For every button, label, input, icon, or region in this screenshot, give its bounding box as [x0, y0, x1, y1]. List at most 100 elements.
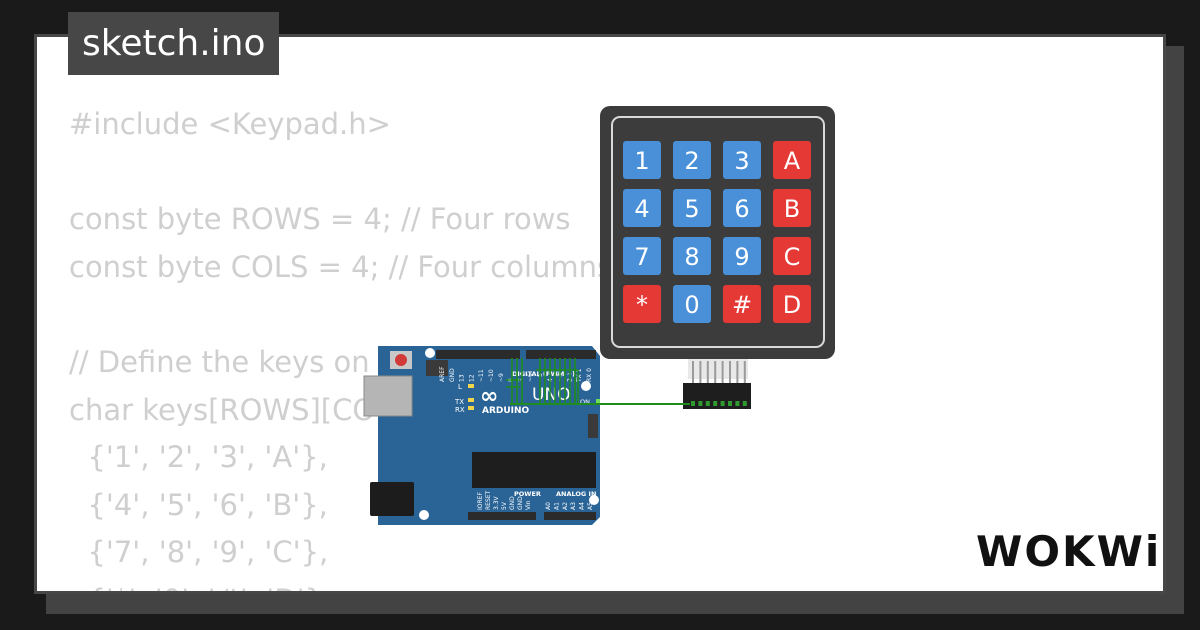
keypad-key[interactable]: [723, 285, 761, 323]
connector-pin: [735, 401, 740, 406]
keypad-key-label: 0: [684, 291, 699, 319]
atmega-chip: [472, 452, 596, 488]
connector-pin: [720, 401, 725, 406]
keypad-inner-border: [611, 116, 825, 348]
power-header-label: POWER: [514, 490, 541, 498]
code-line: {'1', '2', '3', 'A'},: [69, 440, 328, 475]
keypad-key-label: C: [784, 243, 801, 271]
keypad-keys: 1 2 3 A 4 5 6 B 7 8 9 C * 0 # D: [623, 141, 811, 323]
digital-header-left: [436, 350, 520, 359]
code-line: const byte COLS = 4; // Four columns: [69, 249, 613, 284]
led-on: [596, 399, 600, 405]
keypad-key[interactable]: [673, 141, 711, 179]
pin-label: A2: [562, 502, 569, 510]
keypad-key[interactable]: [673, 285, 711, 323]
keypad-key-label: D: [783, 291, 801, 319]
pin-label: 12: [468, 374, 475, 382]
pin-label: A5: [587, 502, 594, 510]
icsp-header: [426, 360, 448, 376]
reset-button: [395, 354, 407, 366]
arduino-brand: ARDUINO: [482, 406, 530, 416]
filename-tab[interactable]: sketch.ino: [68, 12, 280, 75]
pin-label: 7: [517, 378, 524, 382]
keypad-key-label: 2: [684, 147, 699, 175]
analog-header: [544, 512, 596, 520]
led-rx: [468, 406, 474, 410]
mount-hole: [425, 348, 435, 358]
led-tx: [468, 398, 474, 402]
pin-label: AREF: [439, 366, 446, 382]
keypad-key[interactable]: [723, 141, 761, 179]
pin-label: GND: [449, 368, 456, 382]
pin-label: A4: [579, 502, 586, 510]
keypad-key[interactable]: [773, 237, 811, 275]
keypad-key[interactable]: [773, 285, 811, 323]
connector-pin: [728, 401, 732, 406]
on-label: ON: [580, 398, 590, 406]
led-label-tx: TX: [454, 398, 464, 406]
pin-label: ~10: [488, 369, 495, 382]
pin-label: RX 0: [586, 368, 593, 382]
keypad-connector-pins: [691, 401, 747, 406]
mount-hole: [419, 510, 429, 520]
code-line: #include <Keypad.h>: [69, 107, 391, 141]
keypad-cable-lines: [692, 361, 746, 385]
keypad-key[interactable]: [673, 189, 711, 227]
keypad-key-label: 1: [634, 147, 649, 175]
code-line: const byte ROWS = 4; // Four rows: [69, 202, 571, 237]
keypad-key[interactable]: [723, 237, 761, 275]
pin-label: ~11: [478, 369, 485, 382]
pin-label: GND: [517, 496, 524, 510]
pin-label: IOREF: [477, 492, 484, 510]
keypad-key-label: A: [784, 147, 801, 175]
pin-label: 13: [459, 374, 466, 382]
pin-label: A1: [553, 502, 560, 510]
keypad-key[interactable]: [773, 189, 811, 227]
keypad-key-label: *: [636, 291, 648, 319]
pin-label: ~6: [527, 373, 534, 382]
pin-label: 5V: [501, 501, 508, 510]
keypad-key[interactable]: [673, 237, 711, 275]
pin-label: RESET: [485, 490, 492, 510]
membrane-keypad[interactable]: 1 2 3 A 4 5 6 B 7 8 9 C * 0 # D: [600, 106, 835, 409]
usb-connector: [363, 375, 413, 417]
keypad-key-label: #: [732, 291, 752, 319]
code-line: {'4', '5', '6', 'B'},: [69, 487, 328, 522]
keypad-key[interactable]: [623, 237, 661, 275]
pin-label: 3.3V: [493, 495, 500, 510]
keypad-key[interactable]: [623, 141, 661, 179]
keypad-key-label: 7: [634, 243, 649, 271]
keypad-key-label: 4: [634, 195, 649, 223]
pin-label: TX 1: [576, 368, 583, 383]
pin-label: ~9: [498, 373, 505, 382]
analog-header-label: ANALOG IN: [556, 490, 596, 498]
wires: [506, 358, 690, 405]
keypad-key[interactable]: [723, 189, 761, 227]
digital-header-right: [526, 350, 596, 359]
keypad-key[interactable]: [623, 285, 661, 323]
arduino-model: UNO: [532, 385, 571, 405]
keypad-key[interactable]: [773, 141, 811, 179]
pin-label: A3: [570, 502, 577, 510]
keypad-key-label: 5: [684, 195, 699, 223]
keypad-key-label: 9: [734, 243, 749, 271]
pin-label: Vin: [525, 500, 532, 510]
code-line: {'*', '0', '#', 'D'}: [69, 583, 323, 591]
keypad-key-label: B: [784, 195, 800, 223]
connector-pin: [713, 401, 718, 406]
keypad-key-label: 6: [734, 195, 749, 223]
connector-pin: [691, 401, 695, 406]
mount-hole: [589, 495, 599, 505]
keypad-key[interactable]: [623, 189, 661, 227]
connector-pin: [698, 401, 703, 406]
keypad-key-label: 3: [734, 147, 749, 175]
pin-label: GND: [509, 496, 516, 510]
connector-pin: [742, 401, 747, 406]
code-line: {'7', '8', '9', 'C'},: [69, 535, 329, 570]
connector-pin: [705, 401, 710, 406]
power-jack: [370, 482, 414, 516]
power-header: [468, 512, 536, 520]
keypad-key-label: 8: [684, 243, 699, 271]
icsp-header-2: [588, 414, 598, 438]
